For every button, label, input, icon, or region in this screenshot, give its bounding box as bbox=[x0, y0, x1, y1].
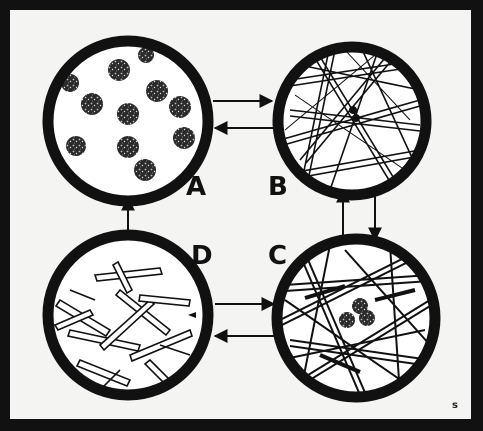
pointer-mark bbox=[188, 312, 196, 318]
granules bbox=[61, 47, 195, 181]
panel-d-label: D bbox=[191, 241, 213, 271]
panel-c-circle bbox=[271, 233, 441, 403]
panel-b-circle bbox=[272, 41, 432, 201]
panel-c-label: C bbox=[268, 241, 288, 271]
panel-b-label: B bbox=[268, 172, 288, 202]
corner-mark: s bbox=[452, 400, 458, 411]
cell-cluster bbox=[339, 298, 375, 328]
panel-d-circle bbox=[42, 229, 214, 401]
panel-a-label: A bbox=[186, 172, 207, 202]
panel-a-circle bbox=[42, 35, 214, 207]
nucleus bbox=[349, 106, 360, 122]
rod-fragments bbox=[53, 260, 193, 391]
fibre-mesh bbox=[281, 244, 431, 393]
